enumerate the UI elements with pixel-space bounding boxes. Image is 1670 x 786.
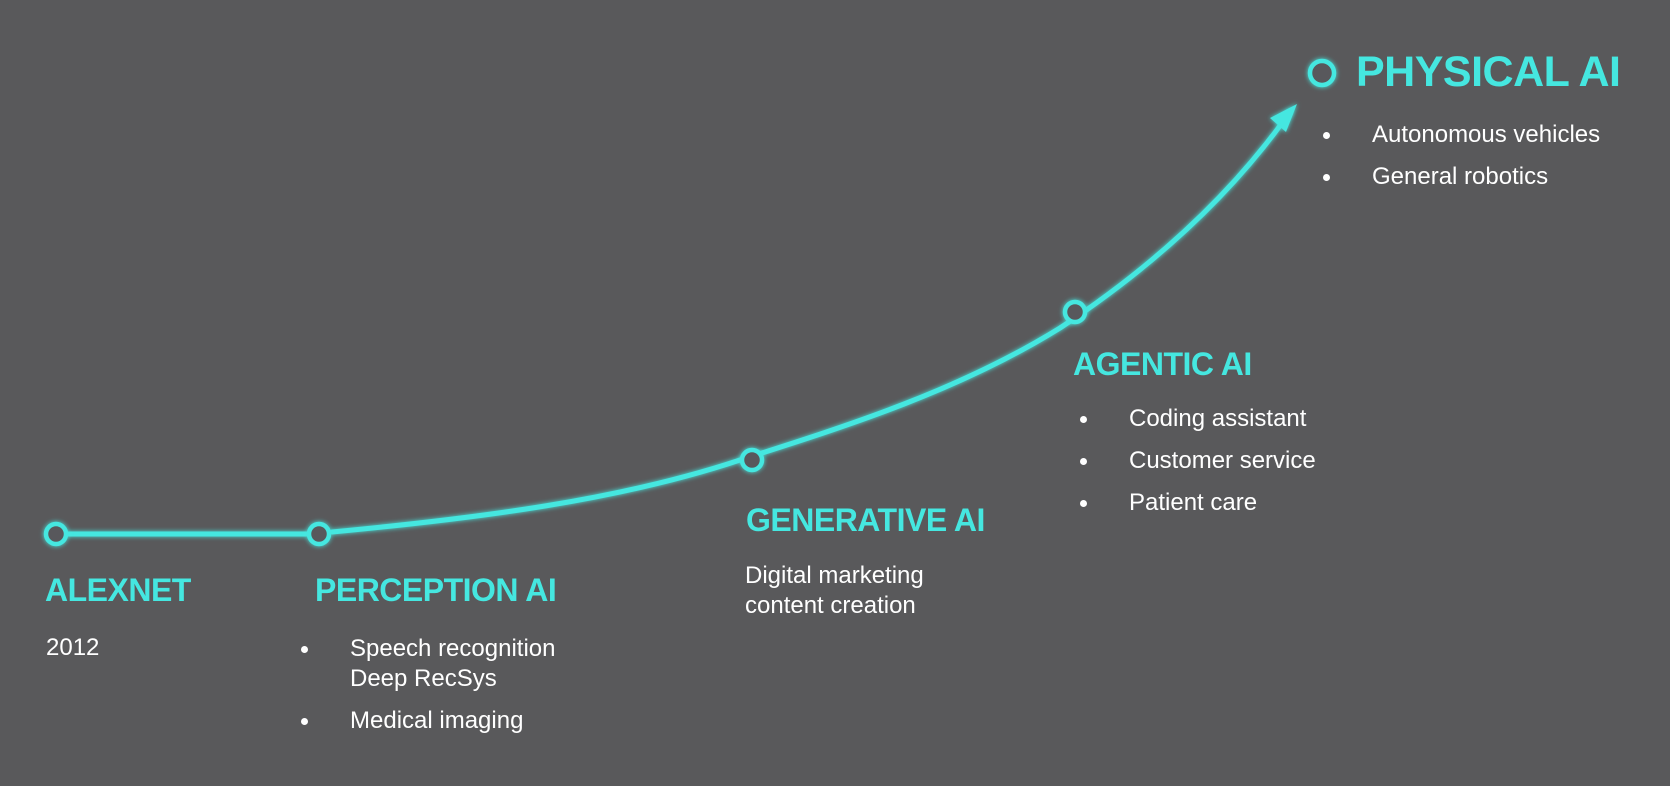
list-item: Speech recognition Deep RecSys bbox=[296, 634, 555, 694]
node-physical bbox=[1307, 58, 1337, 88]
list-item-text: Coding assistant bbox=[1129, 405, 1307, 432]
node-agentic bbox=[1062, 299, 1088, 325]
arrowhead bbox=[1270, 104, 1297, 132]
list-item-text: Speech recognition bbox=[350, 635, 556, 662]
list-item: Patient care bbox=[1075, 488, 1316, 518]
list-item-text: Deep RecSys bbox=[350, 665, 497, 692]
perception-title: PERCEPTION AI bbox=[315, 572, 557, 608]
generative-title: GENERATIVE AI bbox=[746, 502, 985, 538]
physical-list: Autonomous vehicles General robotics bbox=[1318, 120, 1600, 204]
alexnet-title: ALEXNET bbox=[45, 572, 191, 608]
list-item-text: Autonomous vehicles bbox=[1372, 121, 1601, 148]
physical-title: PHYSICAL AI bbox=[1356, 48, 1621, 96]
list-item: Autonomous vehicles bbox=[1318, 120, 1600, 150]
list-item: General robotics bbox=[1318, 162, 1600, 192]
perception-list: Speech recognition Deep RecSys Medical i… bbox=[296, 634, 555, 748]
list-item: Medical imaging bbox=[296, 706, 555, 736]
generative-description-line-2: content creation bbox=[745, 592, 916, 619]
list-item-text: Medical imaging bbox=[350, 707, 524, 734]
list-item-text: General robotics bbox=[1372, 163, 1549, 190]
agentic-title: AGENTIC AI bbox=[1073, 346, 1252, 382]
node-perception bbox=[306, 521, 332, 547]
timeline-segment-curve bbox=[329, 109, 1293, 535]
alexnet-year: 2012 bbox=[46, 634, 100, 661]
generative-description-line-1: Digital marketing bbox=[745, 562, 924, 589]
node-generative bbox=[739, 447, 765, 473]
list-item: Customer service bbox=[1075, 446, 1316, 476]
list-item-text: Patient care bbox=[1129, 489, 1258, 516]
list-item-text: Customer service bbox=[1129, 447, 1316, 474]
list-item: Coding assistant bbox=[1075, 404, 1316, 434]
node-alexnet bbox=[43, 521, 69, 547]
agentic-list: Coding assistant Customer service Patien… bbox=[1075, 404, 1316, 530]
